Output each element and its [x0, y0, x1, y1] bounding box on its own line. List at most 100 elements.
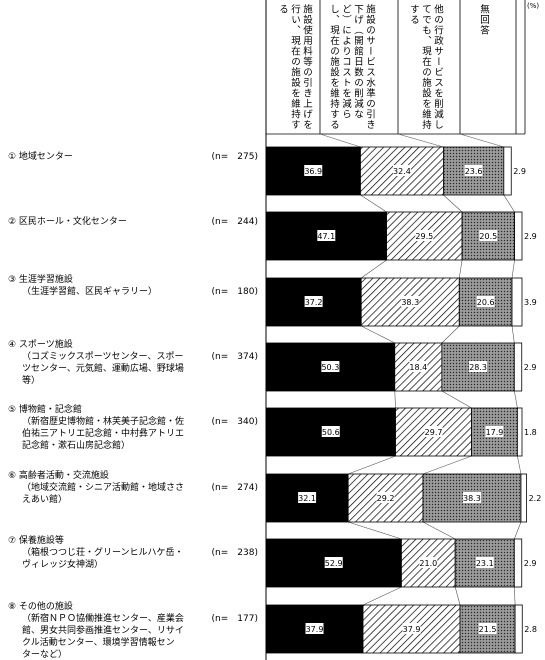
value-box-r8-s1	[305, 623, 324, 634]
value-label-r7-s2: 21.0	[419, 559, 437, 568]
value-box-r8-s2	[402, 623, 421, 634]
value-label-r3-s2: 38.3	[401, 298, 419, 307]
category-label-3: ③ 生涯学習施設	[8, 273, 73, 285]
connector-r1-b3	[503, 194, 515, 213]
value-label-r1-s4: 2.9	[513, 167, 526, 176]
bar-segment-r6-s4	[520, 473, 528, 523]
value-box-r4-s1	[321, 361, 340, 372]
value-box-r1-s3	[464, 165, 483, 176]
value-label-r8-s3: 21.5	[479, 625, 497, 634]
n-label-6: (n= 274)	[212, 483, 258, 493]
category-label-6: ⑥ 高齢者活動・交流施設	[8, 469, 109, 481]
value-label-r2-s1: 47.1	[317, 232, 335, 241]
connector-r2-b2	[458, 259, 463, 279]
connector-r3-b2	[441, 325, 460, 344]
value-label-r6-s4: 2.2	[529, 494, 542, 503]
category-sublabel-4-3: 等）	[22, 374, 40, 386]
bar-segment-r4-s4	[513, 342, 523, 392]
value-box-r7-s3	[475, 557, 494, 568]
connector-r3-b3	[511, 325, 515, 344]
category-label-4: ④ スポーツ施設	[8, 338, 73, 350]
value-label-r8-s1: 37.9	[306, 625, 324, 634]
unit-label: (%)	[527, 2, 540, 10]
value-box-r6-s2	[376, 492, 395, 503]
legend-item-2: 施設のサービス水準の引き下げ（開館日数の削減など）によりコストを減らし、現在の施…	[328, 4, 375, 130]
bar-segment-r5-s3	[471, 407, 518, 457]
category-label-8: ⑧ その他の施設	[8, 600, 73, 612]
n-label-3: (n= 180)	[212, 287, 258, 297]
n-label-4: (n= 374)	[212, 352, 258, 362]
category-sublabel-4-2: ツセンター、元気館、運動広場、野球場	[22, 362, 184, 374]
n-label-5: (n= 340)	[212, 417, 258, 427]
bar-segment-r1-s4	[503, 146, 512, 196]
bar-segment-r6-s2	[347, 473, 424, 523]
value-box-r2-s3	[479, 230, 498, 241]
category-sublabel-8-3: クル活動センター、環境学習情報セン	[22, 636, 175, 648]
category-label-2: ② 区民ホール・文化センター	[8, 215, 127, 227]
value-label-r5-s4: 1.8	[524, 428, 537, 437]
value-box-r3-s1	[304, 296, 323, 307]
category-label-7: ⑦ 保養施設等	[8, 534, 64, 546]
category-sublabel-5-3: 記念館・漱石山房記念館）	[22, 439, 130, 451]
category-sublabel-4-1: （コズミックスポーツセンター、スポー	[22, 350, 183, 362]
category-sublabel-8-4: ターなど）	[22, 649, 67, 660]
connector-r3-b1	[361, 325, 395, 344]
value-label-r7-s4: 2.9	[524, 559, 537, 568]
category-sublabel-7-2: ヴィレッジ女神湖）	[22, 558, 103, 570]
connector-r1-b2	[443, 194, 463, 213]
value-box-r1-s2	[392, 165, 411, 176]
connector-r4-b2	[441, 390, 472, 409]
legend-item-3: 他の行政サービスを削減してでも、現在の施設を維持する	[408, 4, 443, 130]
value-label-r3-s1: 37.2	[305, 298, 323, 307]
value-box-r6-s1	[298, 492, 317, 503]
value-label-r1-s3: 23.6	[465, 167, 483, 176]
value-box-r3-s3	[476, 296, 495, 307]
bar-segment-r8-s4	[514, 604, 523, 654]
value-label-r3-s4: 3.9	[524, 298, 537, 307]
legend-connector-2	[397, 133, 444, 148]
value-label-r4-s2: 18.4	[409, 363, 427, 372]
n-label-7: (n= 238)	[212, 548, 258, 558]
category-sublabel-6-1: （地域交流館・シニア活動館・地域ささ	[22, 481, 184, 493]
legend-item-4: 無回答	[478, 4, 489, 36]
value-label-r7-s3: 23.1	[476, 559, 494, 568]
value-box-r2-s2	[415, 230, 434, 241]
connector-r7-b3	[514, 586, 516, 606]
value-label-r5-s2: 29.7	[425, 428, 443, 437]
n-label-8: (n= 177)	[212, 614, 258, 624]
value-box-r4-s3	[469, 361, 488, 372]
bar-row-6: 32.1 29.2 38.3 2.2 ⑥ 高齢者活動・交流施設（地域交流館・シニア活動館…	[8, 469, 542, 523]
category-sublabel-5-1: （新宿歴史博物館・林芙美子記念館・佐	[22, 415, 184, 427]
value-box-r5-s2	[424, 426, 443, 437]
bar-segment-r2-s4	[514, 211, 523, 261]
connector-r7-b1	[362, 586, 402, 606]
connector-r7-b2	[454, 586, 461, 606]
value-label-r6-s2: 29.2	[377, 494, 395, 503]
value-label-r2-s3: 20.5	[479, 232, 497, 241]
bar-segment-r7-s4	[513, 538, 523, 588]
connector-r5-b2	[422, 455, 472, 475]
value-label-r5-s3: 17.9	[486, 428, 504, 437]
value-label-r6-s3: 38.3	[463, 494, 481, 503]
value-label-r6-s1: 32.1	[298, 494, 316, 503]
bar-segment-r5-s4	[516, 407, 523, 457]
value-box-r5-s3	[485, 426, 504, 437]
value-label-r3-s3: 20.6	[477, 298, 495, 307]
value-box-r7-s1	[324, 557, 343, 568]
connector-r1-b1	[360, 194, 387, 213]
connector-r4-b1	[394, 390, 396, 409]
category-sublabel-6-2: えあい館）	[22, 493, 67, 505]
connector-r6-b3	[514, 521, 522, 540]
value-box-r5-s1	[321, 426, 340, 437]
value-label-r8-s2: 37.9	[403, 625, 421, 634]
n-label-1: (n= 275)	[212, 152, 258, 162]
value-label-r5-s1: 50.6	[322, 428, 340, 437]
value-label-r7-s1: 52.9	[325, 559, 343, 568]
value-box-r4-s2	[409, 361, 428, 372]
connector-r6-b1	[348, 521, 402, 540]
